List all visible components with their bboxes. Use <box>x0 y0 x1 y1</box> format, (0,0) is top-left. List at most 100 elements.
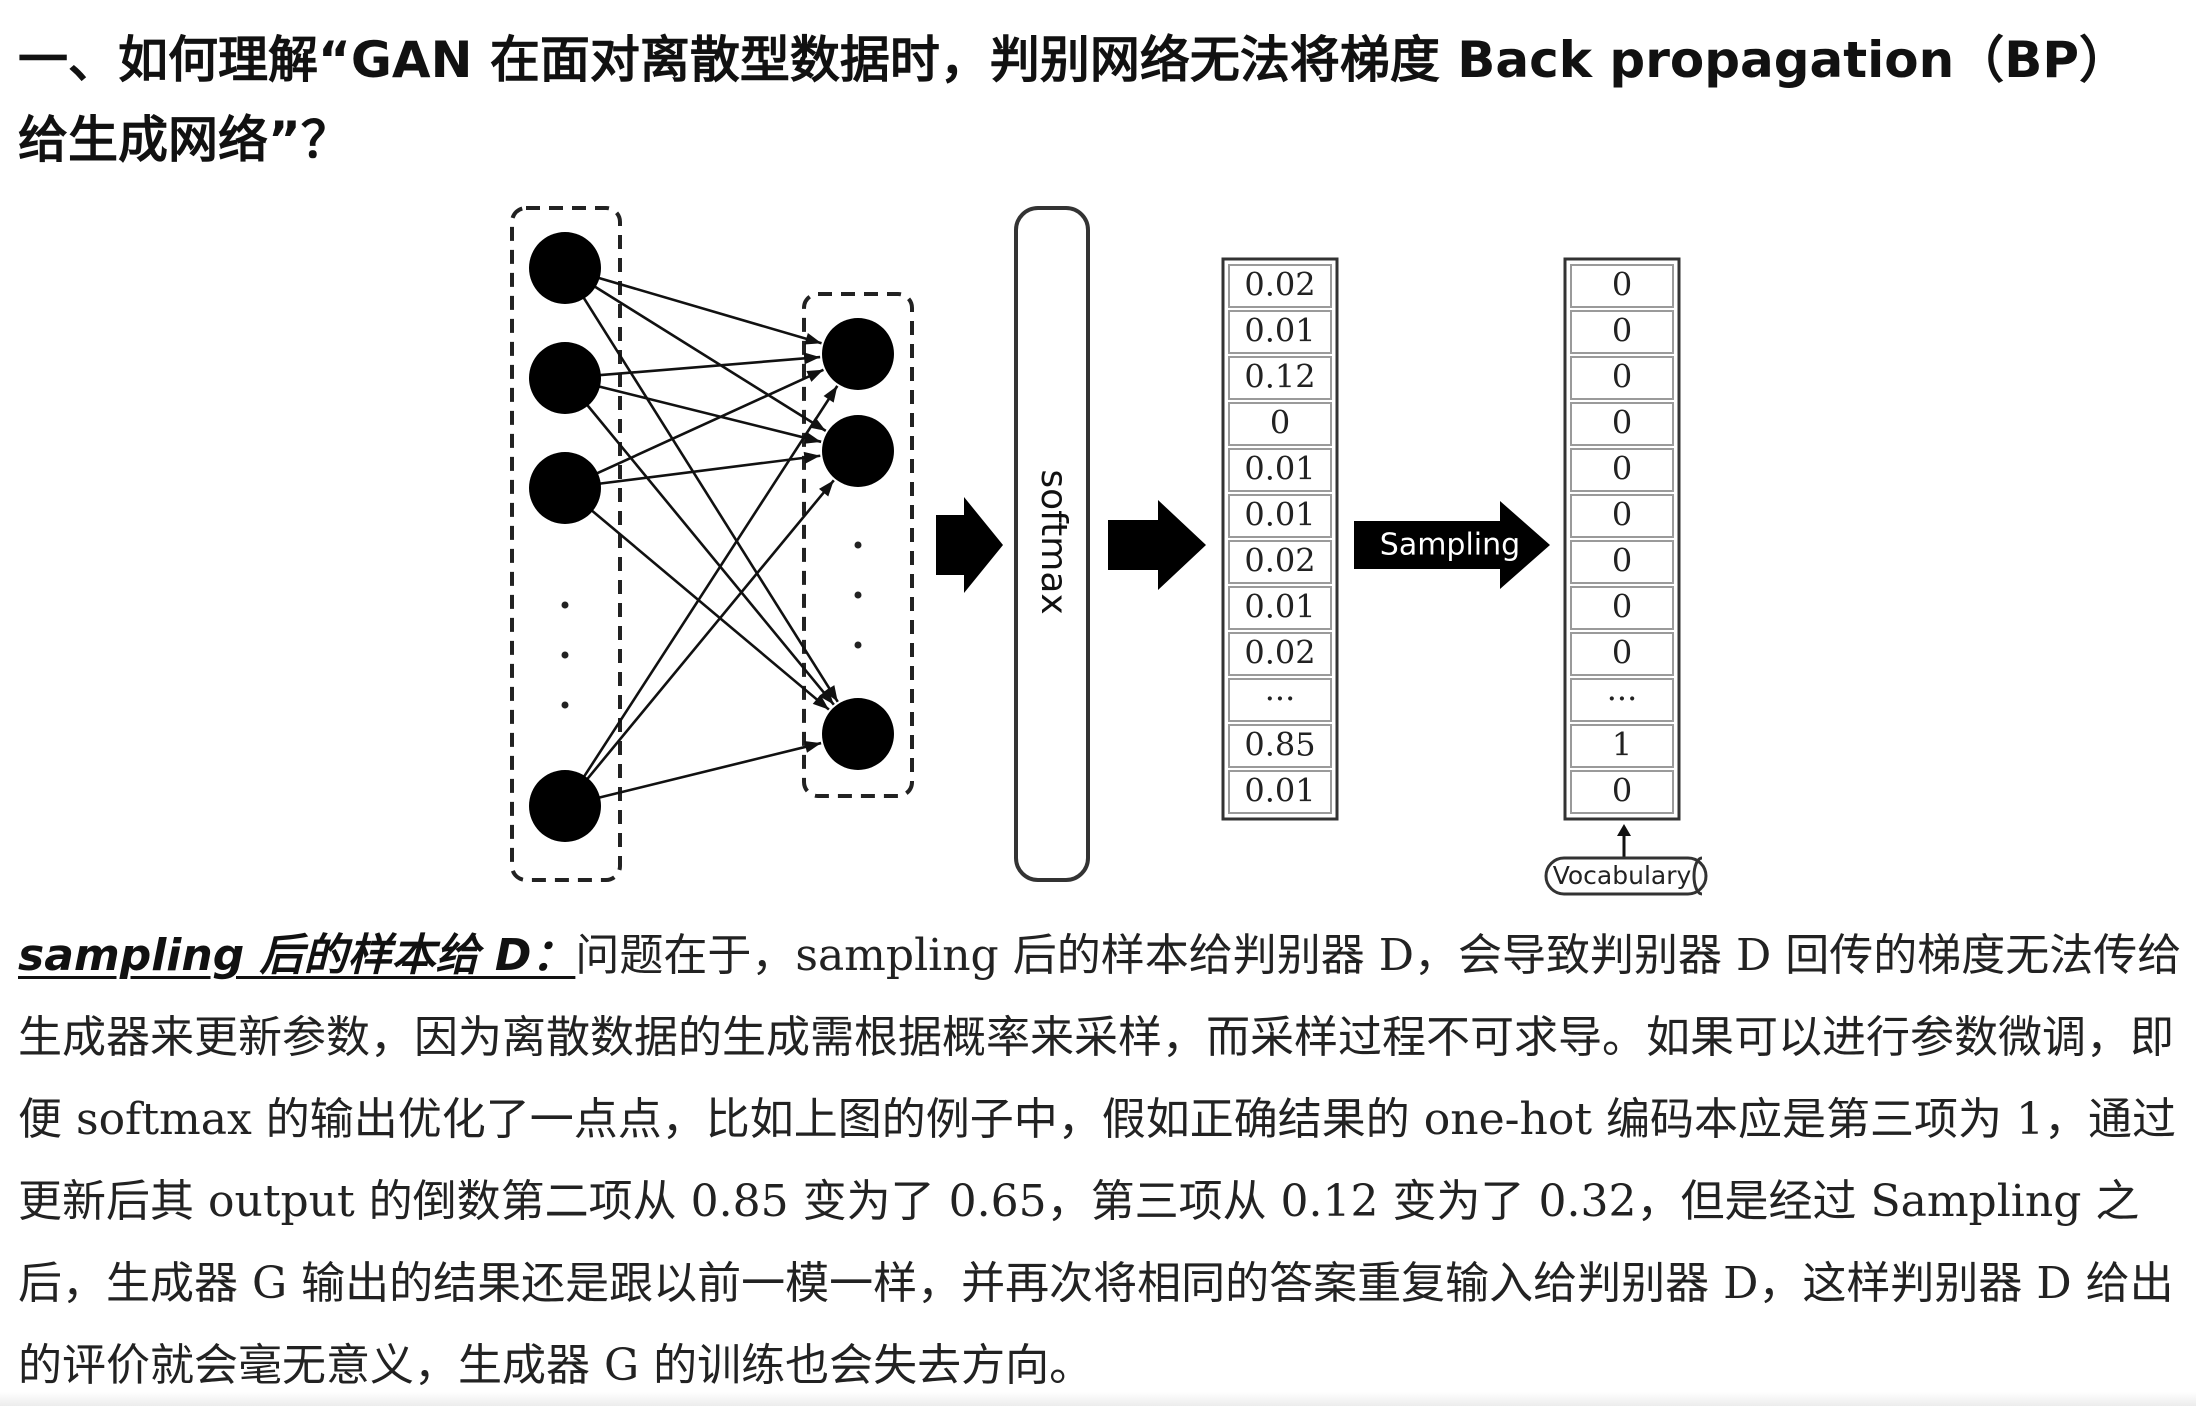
connection-arrowhead <box>806 369 824 382</box>
output-node <box>822 698 894 770</box>
connection-line <box>595 368 824 476</box>
page-heading: 一、如何理解“GAN 在面对离散型数据时，判别网络无法将梯度 Back prop… <box>18 20 2178 180</box>
connection-line <box>597 276 822 345</box>
onehot-value: 1 <box>1612 726 1632 764</box>
connection-arrowhead <box>824 685 838 702</box>
probability-cell <box>1228 724 1332 768</box>
input-node <box>529 452 601 524</box>
sampling-arrow <box>1354 501 1550 589</box>
vocabulary-box <box>1544 856 1708 896</box>
heading-line-2: 给生成网络”？ <box>18 111 351 169</box>
probability-cell <box>1228 494 1332 538</box>
connection-arrowhead <box>809 417 826 431</box>
onehot-value: 0 <box>1612 496 1632 534</box>
softmax-label: softmax <box>1033 469 1074 614</box>
onehot-value: 0 <box>1612 358 1632 396</box>
onehot-cell <box>1570 586 1674 630</box>
input-ellipsis-dot <box>561 651 569 659</box>
probability-cell <box>1228 678 1332 722</box>
explanation-paragraph: sampling 后的样本给 D：问题在于，sampling 后的样本给判别器 … <box>18 915 2183 1407</box>
vocabulary-pointer-head <box>1617 824 1631 836</box>
connection-arrowhead <box>804 432 822 444</box>
probability-value: ··· <box>1265 680 1296 718</box>
probability-value: 0.01 <box>1244 312 1315 350</box>
onehot-cell <box>1570 494 1674 538</box>
heading-line-1: 一、如何理解“GAN 在面对离散型数据时，判别网络无法将梯度 Back prop… <box>18 31 2130 89</box>
onehot-cell <box>1570 724 1674 768</box>
connection-arrowhead <box>803 352 821 365</box>
output-node <box>822 318 894 390</box>
input-ellipsis-dot <box>561 601 569 609</box>
gan-sampling-diagram: softmax 0.02 0.01 0.12 0 0.01 0.01 0.02 0.01 0.0… <box>510 206 1708 896</box>
output-ellipsis-dot <box>854 641 862 649</box>
input-node <box>529 232 601 304</box>
probability-cell <box>1228 402 1332 446</box>
output-ellipsis-dot <box>854 591 862 599</box>
arrow-to-probabilities <box>1108 500 1206 590</box>
onehot-value: 0 <box>1612 542 1632 580</box>
vocabulary-cap <box>1692 856 1703 896</box>
onehot-value: 0 <box>1612 634 1632 672</box>
connection-line <box>598 355 821 377</box>
probability-cell <box>1228 586 1332 630</box>
onehot-cell <box>1570 540 1674 584</box>
probability-value: 0 <box>1270 404 1290 442</box>
connection-arrowhead <box>804 741 822 753</box>
connection-line <box>585 403 835 706</box>
input-node <box>529 342 601 414</box>
onehot-cell <box>1570 310 1674 354</box>
probability-value: 0.02 <box>1244 634 1315 672</box>
connection-line <box>590 508 830 711</box>
probability-cell <box>1228 632 1332 676</box>
onehot-value: 0 <box>1612 450 1632 488</box>
network-connections <box>581 276 839 800</box>
probability-value: 0.01 <box>1244 450 1315 488</box>
vocabulary-label: Vocabulary <box>1553 861 1692 890</box>
connection-arrowhead <box>803 451 821 464</box>
connection-line <box>597 741 822 800</box>
connection-line <box>582 385 839 779</box>
page-bottom-edge <box>0 1392 2196 1406</box>
onehot-value: 0 <box>1612 588 1632 626</box>
sampling-label: Sampling <box>1380 528 1520 563</box>
input-layer-group <box>510 206 622 882</box>
connection-arrowheads <box>803 333 838 753</box>
probability-cell <box>1228 356 1332 400</box>
output-ellipsis-dot <box>854 541 862 549</box>
arrow-to-softmax <box>936 497 1003 593</box>
onehot-value: 0 <box>1612 772 1632 810</box>
connection-line <box>581 296 839 703</box>
connection-line <box>585 479 835 781</box>
onehot-cell <box>1570 448 1674 492</box>
paragraph-text: 问题在于，sampling 后的样本给判别器 D，会导致判别器 D 回传的梯度无… <box>18 930 2182 1391</box>
onehot-cell <box>1570 402 1674 446</box>
probability-value: 0.85 <box>1244 726 1315 764</box>
connection-arrowhead <box>812 694 829 710</box>
connection-arrowhead <box>823 385 838 403</box>
probability-cell <box>1228 448 1332 492</box>
connection-line <box>593 284 827 432</box>
connection-line <box>597 384 822 444</box>
probability-cell <box>1228 310 1332 354</box>
probability-value: 0.12 <box>1244 358 1315 396</box>
probability-cell <box>1228 770 1332 814</box>
onehot-value: 0 <box>1612 266 1632 304</box>
onehot-value: 0 <box>1612 312 1632 350</box>
probability-cell <box>1228 540 1332 584</box>
input-node <box>529 770 601 842</box>
onehot-cell <box>1570 356 1674 400</box>
onehot-cell <box>1570 678 1674 722</box>
output-node <box>822 415 894 487</box>
input-ellipsis-dot <box>561 701 569 709</box>
probability-value: 0.01 <box>1244 588 1315 626</box>
probability-value: 0.01 <box>1244 496 1315 534</box>
probability-value: 0.02 <box>1244 266 1315 304</box>
onehot-cell <box>1570 770 1674 814</box>
probability-value: 0.01 <box>1244 772 1315 810</box>
connection-line <box>598 454 821 486</box>
probability-column: 0.020.010.1200.010.010.020.010.02···0.85… <box>1221 257 1339 821</box>
connection-arrowhead <box>819 688 834 705</box>
connection-arrowhead <box>804 333 822 345</box>
onehot-cell <box>1570 264 1674 308</box>
